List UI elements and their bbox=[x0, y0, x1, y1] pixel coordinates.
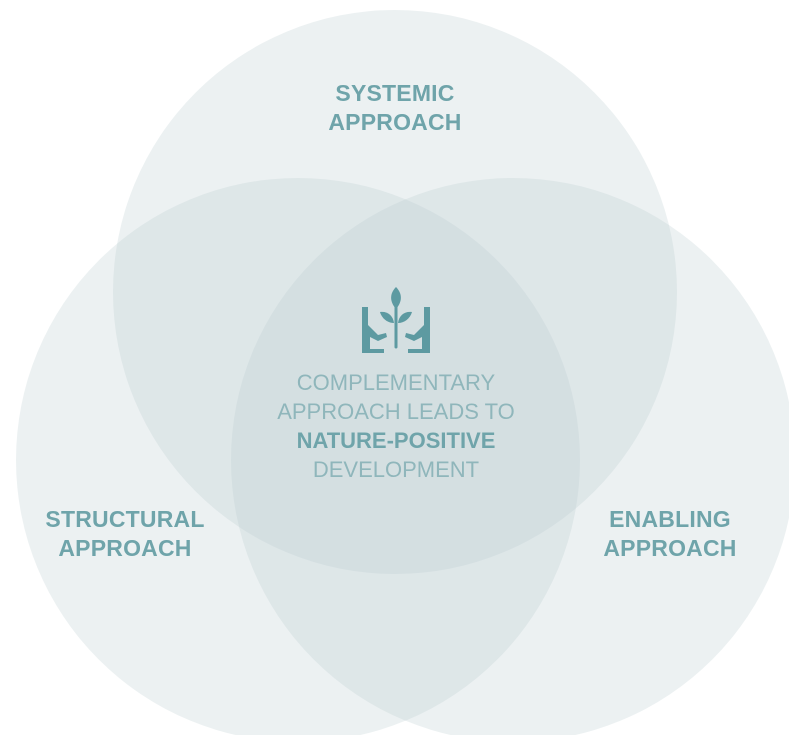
structural-circle bbox=[16, 178, 580, 735]
hands-plant-icon bbox=[362, 287, 430, 353]
enabling-label-line1: ENABLING bbox=[609, 506, 731, 532]
enabling-circle bbox=[231, 178, 789, 735]
structural-approach-label: STRUCTURAL APPROACH bbox=[20, 505, 230, 563]
systemic-label-line2: APPROACH bbox=[328, 109, 462, 135]
center-line-2: APPROACH LEADS TO bbox=[277, 399, 515, 424]
systemic-approach-label: SYSTEMIC APPROACH bbox=[290, 79, 500, 137]
enabling-approach-label: ENABLING APPROACH bbox=[565, 505, 775, 563]
enabling-label-line2: APPROACH bbox=[603, 535, 737, 561]
structural-label-line1: STRUCTURAL bbox=[45, 506, 205, 532]
center-line-1: COMPLEMENTARY bbox=[296, 370, 496, 395]
center-line-4: DEVELOPMENT bbox=[312, 457, 480, 482]
center-message: COMPLEMENTARY APPROACH LEADS TO NATURE-P… bbox=[246, 368, 546, 484]
systemic-label-line1: SYSTEMIC bbox=[335, 80, 455, 106]
center-line-3-bold: NATURE-POSITIVE bbox=[296, 428, 496, 453]
structural-label-line2: APPROACH bbox=[58, 535, 192, 561]
